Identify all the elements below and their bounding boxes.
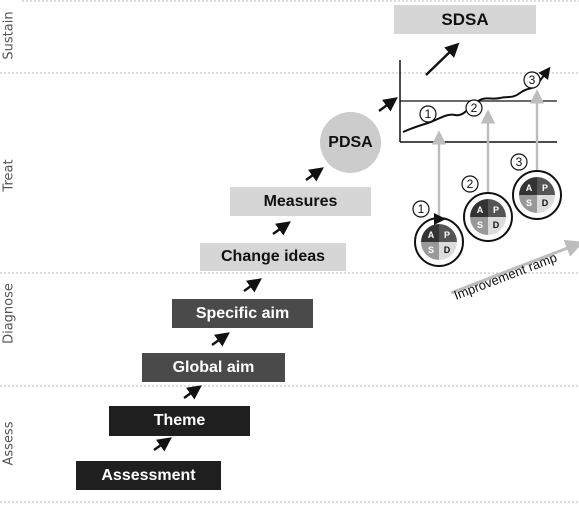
cycle-2-number: 2 (467, 177, 474, 191)
cycle-3-a: A (526, 183, 533, 193)
cycle-2-badge (461, 175, 479, 193)
pdsa-cycle-1 (414, 213, 464, 267)
step-specific-aim: Specific aim (172, 299, 313, 328)
cycle-2-a: A (477, 205, 484, 215)
chart-marker-3 (523, 71, 541, 89)
cycle-1-number: 1 (418, 202, 425, 216)
arrow-measures-pdsa (305, 167, 324, 182)
cycle-3-s: S (526, 198, 532, 208)
arrow-change-measures (272, 221, 291, 236)
cycle-1-d: D (444, 245, 451, 255)
cycle-2-d: D (493, 220, 500, 230)
step-change-ideas: Change ideas (200, 243, 346, 271)
pdsa-cycle-2 (463, 192, 513, 242)
chart-marker-2-label: 2 (471, 101, 478, 115)
cycle-3-badge (510, 153, 528, 171)
step-measures: Measures (230, 187, 371, 216)
cycle-3-number: 3 (516, 155, 523, 169)
divider-lines (0, 0, 579, 503)
step-sdsa: SDSA (394, 5, 536, 34)
chart-marker-1-label: 1 (425, 107, 432, 121)
cycle-1-a: A (428, 230, 435, 240)
arrow-theme-global (183, 385, 202, 400)
step-theme: Theme (109, 406, 250, 436)
cycle-3-p: P (542, 183, 548, 193)
cycle-1-badge (412, 200, 430, 218)
step-assessment: Assessment (76, 461, 221, 490)
arrow-to-sdsa (425, 42, 460, 76)
cycle-2-p: P (493, 205, 499, 215)
cycle-2-s: S (477, 220, 483, 230)
improvement-ramp-label: Improvement ramp (452, 250, 559, 303)
cycle-3-d: D (542, 198, 549, 208)
arrow-global-specific (211, 332, 230, 347)
step-global-aim: Global aim (142, 353, 285, 382)
improvement-ramp-arrow (450, 239, 579, 295)
pdsa-cycle-3 (512, 170, 562, 220)
arrow-pdsa-chart (378, 97, 398, 112)
cycle-1-s: S (428, 245, 434, 255)
quality-improvement-diagram: Sustain Treat Diagnose Assess Assessment… (0, 0, 579, 503)
diagram-graphics: 1 2 3 Improvement ramp (153, 42, 579, 452)
chart-marker-3-label: 3 (529, 73, 536, 87)
chart-marker-2 (465, 99, 483, 117)
cycle-1-p: P (444, 230, 450, 240)
arrow-assessment-theme (153, 437, 172, 452)
step-pdsa: PDSA (320, 112, 381, 173)
arrow-specific-change (243, 278, 262, 293)
chart-marker-1 (419, 105, 437, 123)
